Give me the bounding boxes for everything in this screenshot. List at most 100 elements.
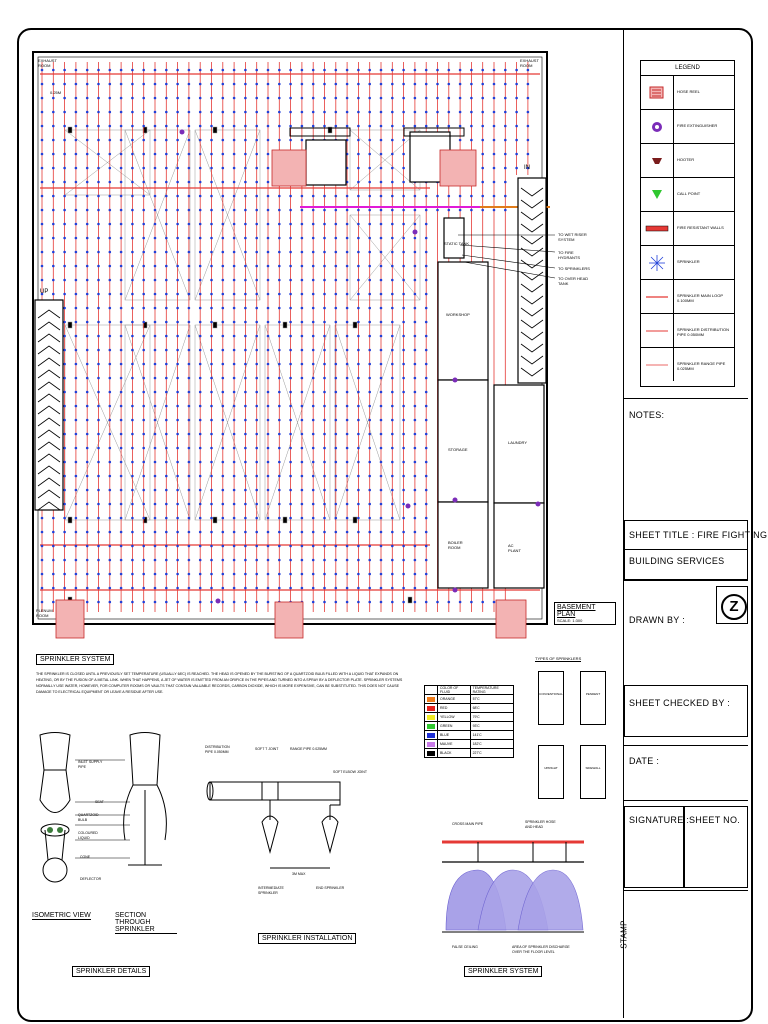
sprinkler-head <box>345 320 349 324</box>
sprinkler-head <box>379 166 383 170</box>
sprinkler-head <box>52 530 55 534</box>
sprinkler-head <box>334 236 338 240</box>
sprinkler-head <box>300 376 304 380</box>
sprinkler-head <box>255 390 258 394</box>
sprinkler-head <box>108 586 112 590</box>
deflector-label: DEFLECTOR <box>80 877 102 881</box>
sprinkler-head <box>323 376 326 380</box>
sprinkler-head <box>323 516 326 520</box>
sprinkler-head <box>481 124 485 128</box>
sprinkler-head <box>413 348 417 352</box>
sprinkler-head <box>232 166 236 170</box>
sprinkler-head <box>323 320 326 324</box>
sprinkler-head <box>153 222 157 226</box>
sprinkler-head <box>176 334 179 338</box>
sprinkler-head <box>515 96 518 100</box>
sprinkler-head <box>176 544 179 548</box>
sprinkler-system-caption: SPRINKLER SYSTEM <box>464 966 543 977</box>
sprinkler-head <box>391 68 394 72</box>
sprinkler-head <box>413 404 417 408</box>
sprinkler-head <box>357 432 360 436</box>
sprinkler-head <box>198 292 202 296</box>
sprinkler-head <box>357 110 360 114</box>
sprinkler-head <box>63 376 66 380</box>
sprinkler-head <box>300 292 304 296</box>
sprinkler-head <box>187 152 191 156</box>
sprinkler-head <box>232 138 236 142</box>
sprinkler-head <box>108 222 112 226</box>
sprinkler-head <box>402 194 405 198</box>
sprinkler-head <box>131 488 134 492</box>
sprinkler-head <box>345 488 349 492</box>
sprinkler-head <box>300 250 304 254</box>
sprinkler-head <box>153 236 157 240</box>
sprinkler-head <box>221 166 225 170</box>
sprinkler-head <box>278 516 281 520</box>
sprinkler-head <box>255 180 258 184</box>
spacing-label: 3M MAX <box>292 872 306 876</box>
sprinkler-head <box>153 488 157 492</box>
sprinkler-head <box>345 572 349 576</box>
sprinkler-head <box>153 474 157 478</box>
sprinkler-head <box>424 82 428 86</box>
sprinkler-head <box>357 278 360 282</box>
legend-label: HOOTER <box>677 157 695 162</box>
sprinkler-head <box>176 432 179 436</box>
sprinkler-head <box>85 250 89 254</box>
sprinkler-head <box>278 460 281 464</box>
sprinkler-head <box>108 124 112 128</box>
sprinkler-head <box>492 208 496 212</box>
sprinkler-head <box>345 124 349 128</box>
sprinkler-head <box>74 474 78 478</box>
sprinkler-head <box>85 194 89 198</box>
sprinkler-head <box>289 334 292 338</box>
sprinkler-head <box>379 306 383 310</box>
sprinkler-head <box>244 208 247 212</box>
sprinkler-head <box>391 516 394 520</box>
sprinkler-head <box>153 96 157 100</box>
sprinkler-head <box>176 460 179 464</box>
sprinkler-head <box>244 376 247 380</box>
sprinkler-head <box>311 320 315 324</box>
sprinkler-head <box>289 250 292 254</box>
sprinkler-head <box>74 194 78 198</box>
sprinkler-head <box>85 208 89 212</box>
sprinkler-head <box>424 348 428 352</box>
sprinkler-head <box>108 348 112 352</box>
sprinkler-head <box>323 68 326 72</box>
sprinkler-head <box>119 446 123 450</box>
sprinkler-head <box>481 138 485 142</box>
sprinkler-head <box>232 124 236 128</box>
sprinkler-head <box>278 250 281 254</box>
sprinkler-head <box>278 334 281 338</box>
sprinkler-head <box>334 194 338 198</box>
sprinkler-head <box>165 376 168 380</box>
sprinkler-head <box>63 278 66 282</box>
sprinkler-head <box>176 166 179 170</box>
legend-label: SPRINKLER RANGE PIPE 0.025MM <box>677 361 726 371</box>
sprinkler-head <box>289 68 292 72</box>
sprinkler-head <box>255 138 258 142</box>
sprinkler-head <box>131 222 134 226</box>
sprinkler-head <box>266 446 270 450</box>
sprinkler-head <box>221 194 225 198</box>
tb-line <box>624 890 748 891</box>
sprinkler-head <box>424 558 428 562</box>
sprinkler-head <box>187 600 191 604</box>
sprinkler-head <box>119 544 123 548</box>
sprinkler-head <box>515 82 518 86</box>
sprinkler-head <box>63 208 66 212</box>
sprinkler-head <box>244 278 247 282</box>
sprinkler-head <box>402 152 405 156</box>
sprinkler-head <box>119 68 123 72</box>
sprinkler-head <box>515 124 518 128</box>
sprinkler-head <box>289 516 292 520</box>
sprinkler-head <box>266 558 270 562</box>
sprinkler-head <box>413 572 417 576</box>
sprinkler-head <box>210 558 213 562</box>
sprinkler-head <box>176 320 179 324</box>
sprinkler-head <box>244 530 247 534</box>
sprinkler-head <box>289 432 292 436</box>
sprinkler-head <box>40 82 44 86</box>
sprinkler-head <box>266 236 270 240</box>
